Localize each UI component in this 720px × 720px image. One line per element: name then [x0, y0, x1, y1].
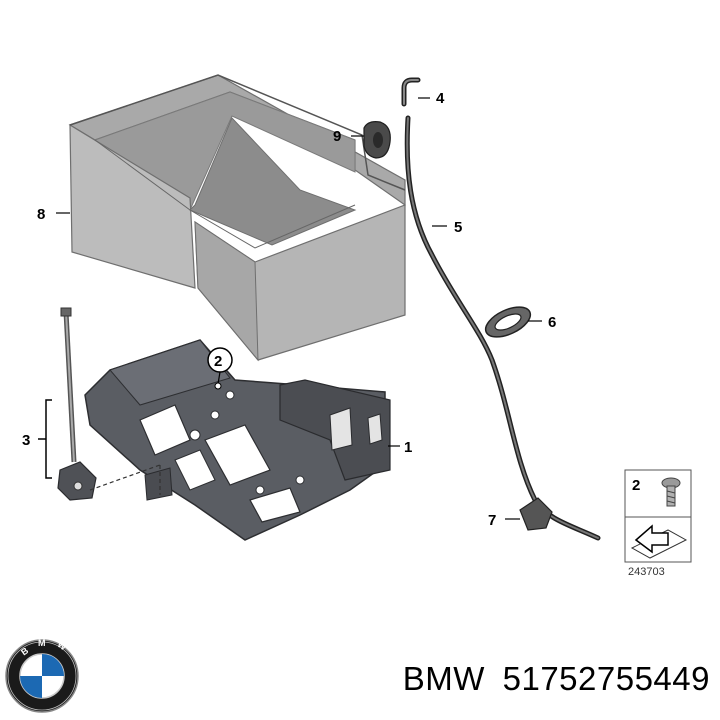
part-caption: BMW 51752755449: [403, 660, 710, 698]
part-number: 51752755449: [502, 660, 710, 697]
callout-4: 4: [436, 90, 445, 107]
legend-item-number: 2: [632, 477, 640, 494]
bolt-icon: [661, 477, 681, 507]
bolt-callout-part-2: [207, 347, 233, 390]
leader-lines: [56, 97, 542, 520]
bmw-logo: B M W: [5, 638, 79, 713]
grommet-part-9: [363, 121, 391, 159]
hose-elbow-part-4: [401, 77, 421, 107]
callout-7: 7: [488, 512, 496, 529]
svg-text:B: B: [19, 645, 30, 657]
hold-down-rod-part-3: [38, 307, 161, 501]
callout-1: 1: [404, 439, 412, 456]
callout-2: 2: [214, 353, 222, 370]
legend-reference: 243703: [628, 566, 665, 578]
callout-5: 5: [454, 219, 462, 236]
battery-tray-part-1: [84, 339, 391, 541]
svg-text:M: M: [38, 638, 46, 648]
legend-box: 2 243703: [624, 469, 692, 578]
grommet-part-6: [484, 306, 532, 338]
hose-end-part-7: [519, 497, 553, 531]
mounting-arrow-icon: [630, 524, 688, 559]
callout-8: 8: [37, 206, 45, 223]
battery-box-part-8: [68, 74, 406, 362]
brand-label: BMW: [402, 660, 485, 697]
callout-9: 9: [333, 128, 341, 145]
callout-6: 6: [548, 314, 556, 331]
callout-3: 3: [22, 432, 30, 449]
